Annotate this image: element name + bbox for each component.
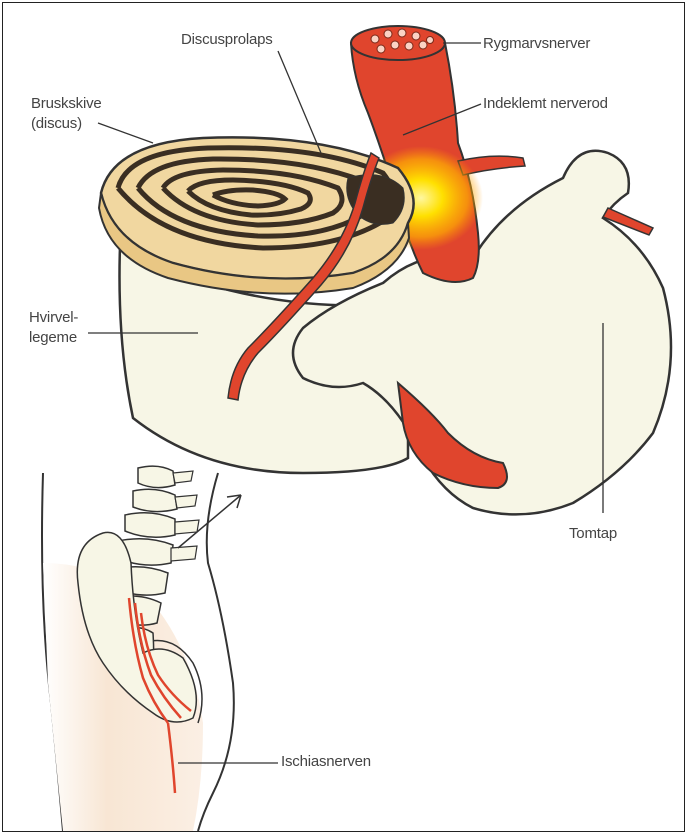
label-legeme: legeme [29,329,77,346]
label-bruskskive: Bruskskive [31,95,102,112]
label-discusprolaps: Discusprolaps [181,31,273,48]
spine-illustration [3,3,685,832]
label-discus: (discus) [31,115,82,132]
label-hvirvel: Hvirvel- [29,309,78,326]
label-ischiasnerven: Ischiasnerven [281,753,371,770]
label-tomtap: Tomtap [569,525,617,542]
label-indeklemt-nerverod: Indeklemt nerverod [483,95,608,112]
label-rygmarvsnerver: Rygmarvsnerver [483,35,590,52]
